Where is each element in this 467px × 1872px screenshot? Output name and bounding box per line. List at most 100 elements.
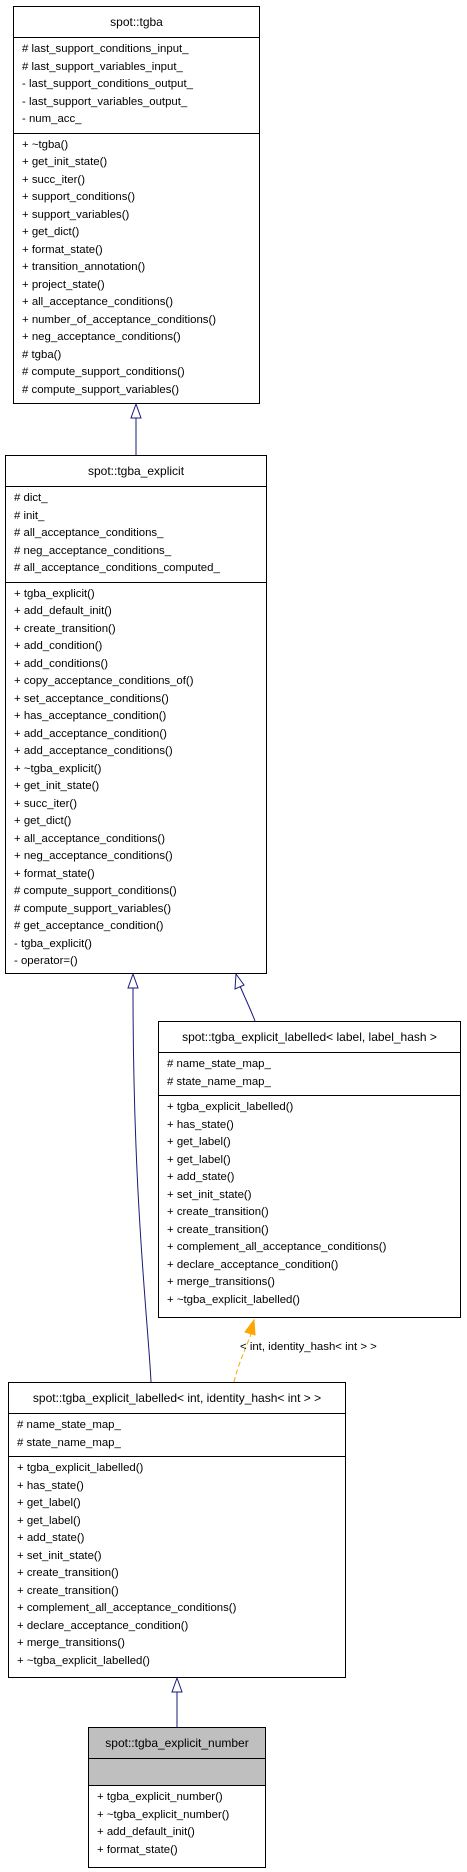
member-row[interactable]: # state_name_map_ bbox=[17, 1436, 121, 1449]
attributes-section: # last_support_conditions_input_ # last_s… bbox=[14, 38, 259, 134]
member-row[interactable]: + format_state() bbox=[97, 1843, 178, 1856]
member-row[interactable]: # last_support_variables_input_ bbox=[22, 60, 183, 73]
edge-labelled-int-to-tgba-explicit bbox=[132, 987, 152, 1383]
member-row[interactable]: # tgba() bbox=[22, 348, 62, 361]
member-row[interactable]: # init_ bbox=[14, 509, 45, 522]
member-row[interactable]: + get_label() bbox=[17, 1497, 81, 1509]
member-row[interactable]: + add_acceptance_conditions() bbox=[14, 745, 173, 757]
class-title[interactable]: spot::tgba_explicit bbox=[6, 456, 266, 487]
member-row[interactable]: + set_init_state() bbox=[17, 1549, 102, 1562]
member-row[interactable]: + number_of_acceptance_conditions() bbox=[22, 313, 217, 326]
member-row[interactable]: # compute_support_conditions() bbox=[14, 885, 177, 897]
template-binding-arrowhead bbox=[244, 1318, 256, 1336]
member-row[interactable]: + get_label() bbox=[167, 1136, 231, 1148]
member-row[interactable]: + set_acceptance_conditions() bbox=[14, 692, 169, 705]
class-tgba-explicit-labelled-int[interactable]: spot::tgba_explicit_labelled< int, ident… bbox=[8, 1382, 346, 1678]
member-row[interactable]: + merge_transitions() bbox=[17, 1637, 125, 1649]
member-row[interactable]: + neg_acceptance_conditions() bbox=[14, 850, 173, 862]
member-row[interactable]: + ~tgba() bbox=[22, 138, 69, 151]
member-row[interactable]: + complement_all_acceptance_conditions() bbox=[17, 1602, 237, 1614]
inheritance-arrowhead bbox=[127, 972, 139, 989]
member-row[interactable]: # compute_support_variables() bbox=[14, 902, 172, 915]
class-tgba-explicit-labelled-template[interactable]: spot::tgba_explicit_labelled< label, lab… bbox=[158, 1021, 461, 1318]
attributes-section bbox=[89, 1759, 265, 1786]
member-row[interactable]: + merge_transitions() bbox=[167, 1276, 275, 1288]
member-row[interactable]: + ~tgba_explicit_labelled() bbox=[17, 1654, 150, 1667]
member-row[interactable]: - last_support_variables_output_ bbox=[22, 95, 188, 108]
class-title: spot::tgba_explicit_number bbox=[89, 1728, 265, 1759]
member-row[interactable]: + get_label() bbox=[167, 1153, 231, 1166]
class-tgba-explicit-number[interactable]: spot::tgba_explicit_number + tgba_explic… bbox=[88, 1727, 266, 1868]
member-row[interactable]: # compute_support_variables() bbox=[22, 383, 180, 396]
member-row[interactable]: + tgba_explicit_labelled() bbox=[17, 1462, 144, 1474]
member-row[interactable]: + tgba_explicit() bbox=[14, 587, 95, 600]
member-row[interactable]: + all_acceptance_conditions() bbox=[22, 296, 174, 308]
member-row[interactable]: + has_state() bbox=[167, 1118, 234, 1131]
member-row[interactable]: + create_transition() bbox=[17, 1584, 119, 1597]
member-row[interactable]: # get_acceptance_condition() bbox=[14, 920, 164, 932]
member-row[interactable]: + has_state() bbox=[17, 1479, 84, 1492]
member-row[interactable]: # name_state_map_ bbox=[167, 1058, 271, 1070]
member-row[interactable]: + add_condition() bbox=[14, 640, 103, 652]
member-row[interactable]: - tgba_explicit() bbox=[14, 937, 92, 950]
member-row[interactable]: - last_support_conditions_output_ bbox=[22, 78, 193, 90]
member-row[interactable]: - operator=() bbox=[14, 955, 78, 967]
member-row[interactable]: + tgba_explicit_labelled() bbox=[167, 1101, 294, 1113]
member-row[interactable]: + add_state() bbox=[17, 1532, 85, 1544]
member-row[interactable]: + support_variables() bbox=[22, 208, 130, 221]
member-row[interactable]: + declare_acceptance_condition() bbox=[17, 1619, 189, 1632]
methods-section: + ~tgba() + get_init_state() + succ_iter()… bbox=[14, 134, 259, 404]
class-title[interactable]: spot::tgba_explicit_labelled< int, ident… bbox=[9, 1383, 345, 1414]
member-row[interactable]: + ~tgba_explicit() bbox=[14, 762, 102, 775]
member-row[interactable]: # neg_acceptance_conditions_ bbox=[14, 544, 172, 557]
member-row[interactable]: + get_init_state() bbox=[22, 156, 108, 168]
inheritance-arrowhead bbox=[171, 1676, 183, 1693]
attributes-section: # name_state_map_ # state_name_map_ bbox=[159, 1053, 460, 1096]
member-row[interactable]: + format_state() bbox=[14, 867, 95, 880]
member-row[interactable]: + transition_annotation() bbox=[22, 261, 146, 273]
member-row[interactable]: + get_dict() bbox=[22, 226, 80, 238]
member-row[interactable]: # state_name_map_ bbox=[167, 1075, 271, 1088]
member-row[interactable]: + format_state() bbox=[22, 243, 103, 256]
class-title[interactable]: spot::tgba_explicit_labelled< label, lab… bbox=[159, 1022, 460, 1053]
member-row[interactable]: + set_init_state() bbox=[167, 1188, 252, 1201]
class-tgba-explicit[interactable]: spot::tgba_explicit # dict_# init_# all_… bbox=[5, 455, 267, 974]
attributes-section: # name_state_map_ # state_name_map_ bbox=[9, 1414, 345, 1457]
member-row[interactable]: + has_acceptance_condition() bbox=[14, 710, 167, 722]
member-row[interactable]: + create_transition() bbox=[17, 1567, 119, 1579]
member-row[interactable]: + project_state() bbox=[22, 278, 105, 291]
member-row[interactable]: + create_transition() bbox=[167, 1206, 269, 1218]
member-row[interactable]: # name_state_map_ bbox=[17, 1419, 121, 1431]
member-row[interactable]: + neg_acceptance_conditions() bbox=[22, 331, 181, 343]
member-row[interactable]: + get_init_state() bbox=[14, 780, 100, 792]
member-row[interactable]: + add_conditions() bbox=[14, 657, 109, 670]
member-row[interactable]: + create_transition() bbox=[14, 622, 116, 635]
member-row[interactable]: + complement_all_acceptance_conditions() bbox=[167, 1241, 387, 1253]
member-row[interactable]: + all_acceptance_conditions() bbox=[14, 832, 166, 845]
member-row[interactable]: + add_default_init() bbox=[14, 605, 112, 617]
member-row[interactable]: # all_acceptance_conditions_ bbox=[14, 527, 164, 539]
member-row[interactable]: + ~tgba_explicit_number() bbox=[97, 1808, 230, 1821]
member-row[interactable]: + add_acceptance_condition() bbox=[14, 727, 167, 740]
class-title[interactable]: spot::tgba bbox=[14, 7, 259, 38]
class-tgba[interactable]: spot::tgba # last_support_conditions_inp… bbox=[13, 6, 260, 404]
member-row[interactable]: # last_support_conditions_input_ bbox=[22, 43, 189, 55]
member-row[interactable]: + copy_acceptance_conditions_of() bbox=[14, 675, 194, 687]
member-row[interactable]: + declare_acceptance_condition() bbox=[167, 1258, 339, 1271]
member-row[interactable]: # compute_support_conditions() bbox=[22, 366, 185, 378]
member-row[interactable]: + get_label() bbox=[17, 1514, 81, 1527]
member-row[interactable]: # dict_ bbox=[14, 492, 48, 504]
member-row[interactable]: + ~tgba_explicit_labelled() bbox=[167, 1293, 300, 1306]
member-row[interactable]: + succ_iter() bbox=[14, 797, 77, 810]
member-row[interactable]: + create_transition() bbox=[167, 1223, 269, 1236]
member-row[interactable]: + add_state() bbox=[167, 1171, 235, 1183]
inheritance-arrowhead bbox=[130, 402, 142, 419]
member-row[interactable]: + add_default_init() bbox=[97, 1826, 195, 1838]
member-row[interactable]: + tgba_explicit_number() bbox=[97, 1791, 223, 1803]
member-row[interactable]: + support_conditions() bbox=[22, 191, 136, 203]
member-row[interactable]: + succ_iter() bbox=[22, 173, 85, 186]
member-row[interactable]: + get_dict() bbox=[14, 815, 72, 827]
member-row[interactable]: - num_acc_ bbox=[22, 113, 82, 125]
member-row[interactable]: # all_acceptance_conditions_computed_ bbox=[14, 562, 220, 574]
